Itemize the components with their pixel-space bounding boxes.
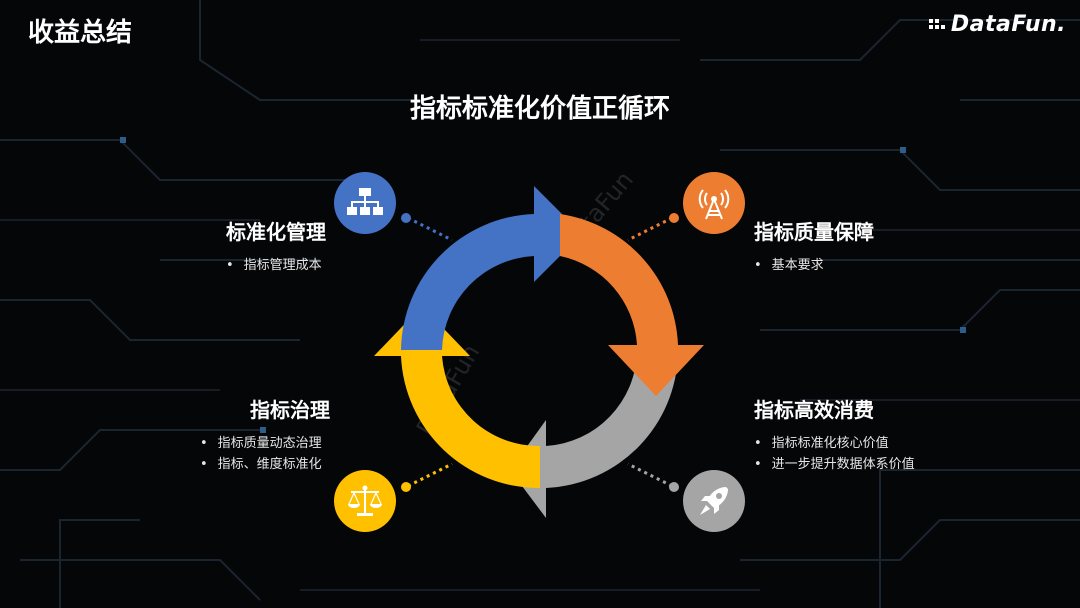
rocket-icon bbox=[683, 470, 745, 532]
bullet-item: 基本要求 bbox=[754, 255, 874, 276]
node-bullets: 指标标准化核心价值 进一步提升数据体系价值 bbox=[754, 433, 915, 475]
cycle-arrow-gray bbox=[510, 352, 678, 518]
bullet-item: 指标管理成本 bbox=[226, 255, 326, 276]
connector-top-left bbox=[407, 216, 453, 242]
scales-icon bbox=[334, 470, 396, 532]
bullet-item: 指标、维度标准化 bbox=[200, 454, 330, 475]
signal-tower-icon bbox=[683, 172, 745, 234]
connector-dot-top-right bbox=[669, 213, 679, 223]
node-bullets: 指标质量动态治理 指标、维度标准化 bbox=[200, 433, 330, 475]
node-title: 指标质量保障 bbox=[754, 220, 874, 244]
cycle-arrow-yellow bbox=[374, 306, 540, 489]
connector-dot-top-left bbox=[401, 213, 411, 223]
connector-dot-bottom-right bbox=[669, 482, 679, 492]
page-title: 收益总结 bbox=[28, 18, 133, 48]
connector-bottom-left bbox=[407, 462, 453, 488]
node-quality-assurance: 指标质量保障 基本要求 bbox=[754, 216, 874, 276]
bullet-item: 指标质量动态治理 bbox=[200, 433, 330, 454]
connector-bottom-right bbox=[627, 462, 673, 488]
node-bullets: 指标管理成本 bbox=[226, 255, 326, 276]
bullet-item: 指标标准化核心价值 bbox=[754, 433, 915, 454]
logo-pixel-icon bbox=[928, 18, 945, 29]
bullet-item: 进一步提升数据体系价值 bbox=[754, 454, 915, 475]
logo-text: DataFun. bbox=[950, 12, 1066, 37]
diagram-title: 指标标准化价值正循环 bbox=[409, 94, 670, 124]
cycle-arrow-blue bbox=[401, 186, 582, 350]
node-governance: 指标治理 指标质量动态治理 指标、维度标准化 bbox=[200, 394, 330, 475]
node-title: 标准化管理 bbox=[226, 220, 326, 244]
hierarchy-icon bbox=[334, 172, 396, 234]
node-efficient-consumption: 指标高效消费 指标标准化核心价值 进一步提升数据体系价值 bbox=[754, 394, 915, 475]
node-bullets: 基本要求 bbox=[754, 255, 874, 276]
connector-dot-bottom-left bbox=[401, 482, 411, 492]
connector-top-right bbox=[627, 216, 673, 242]
cycle-arrow-orange bbox=[560, 214, 704, 396]
node-standardized-management: 标准化管理 指标管理成本 bbox=[226, 216, 326, 276]
node-title: 指标治理 bbox=[250, 398, 330, 422]
node-title: 指标高效消费 bbox=[754, 398, 874, 422]
datafun-logo: DataFun. bbox=[927, 12, 1066, 37]
